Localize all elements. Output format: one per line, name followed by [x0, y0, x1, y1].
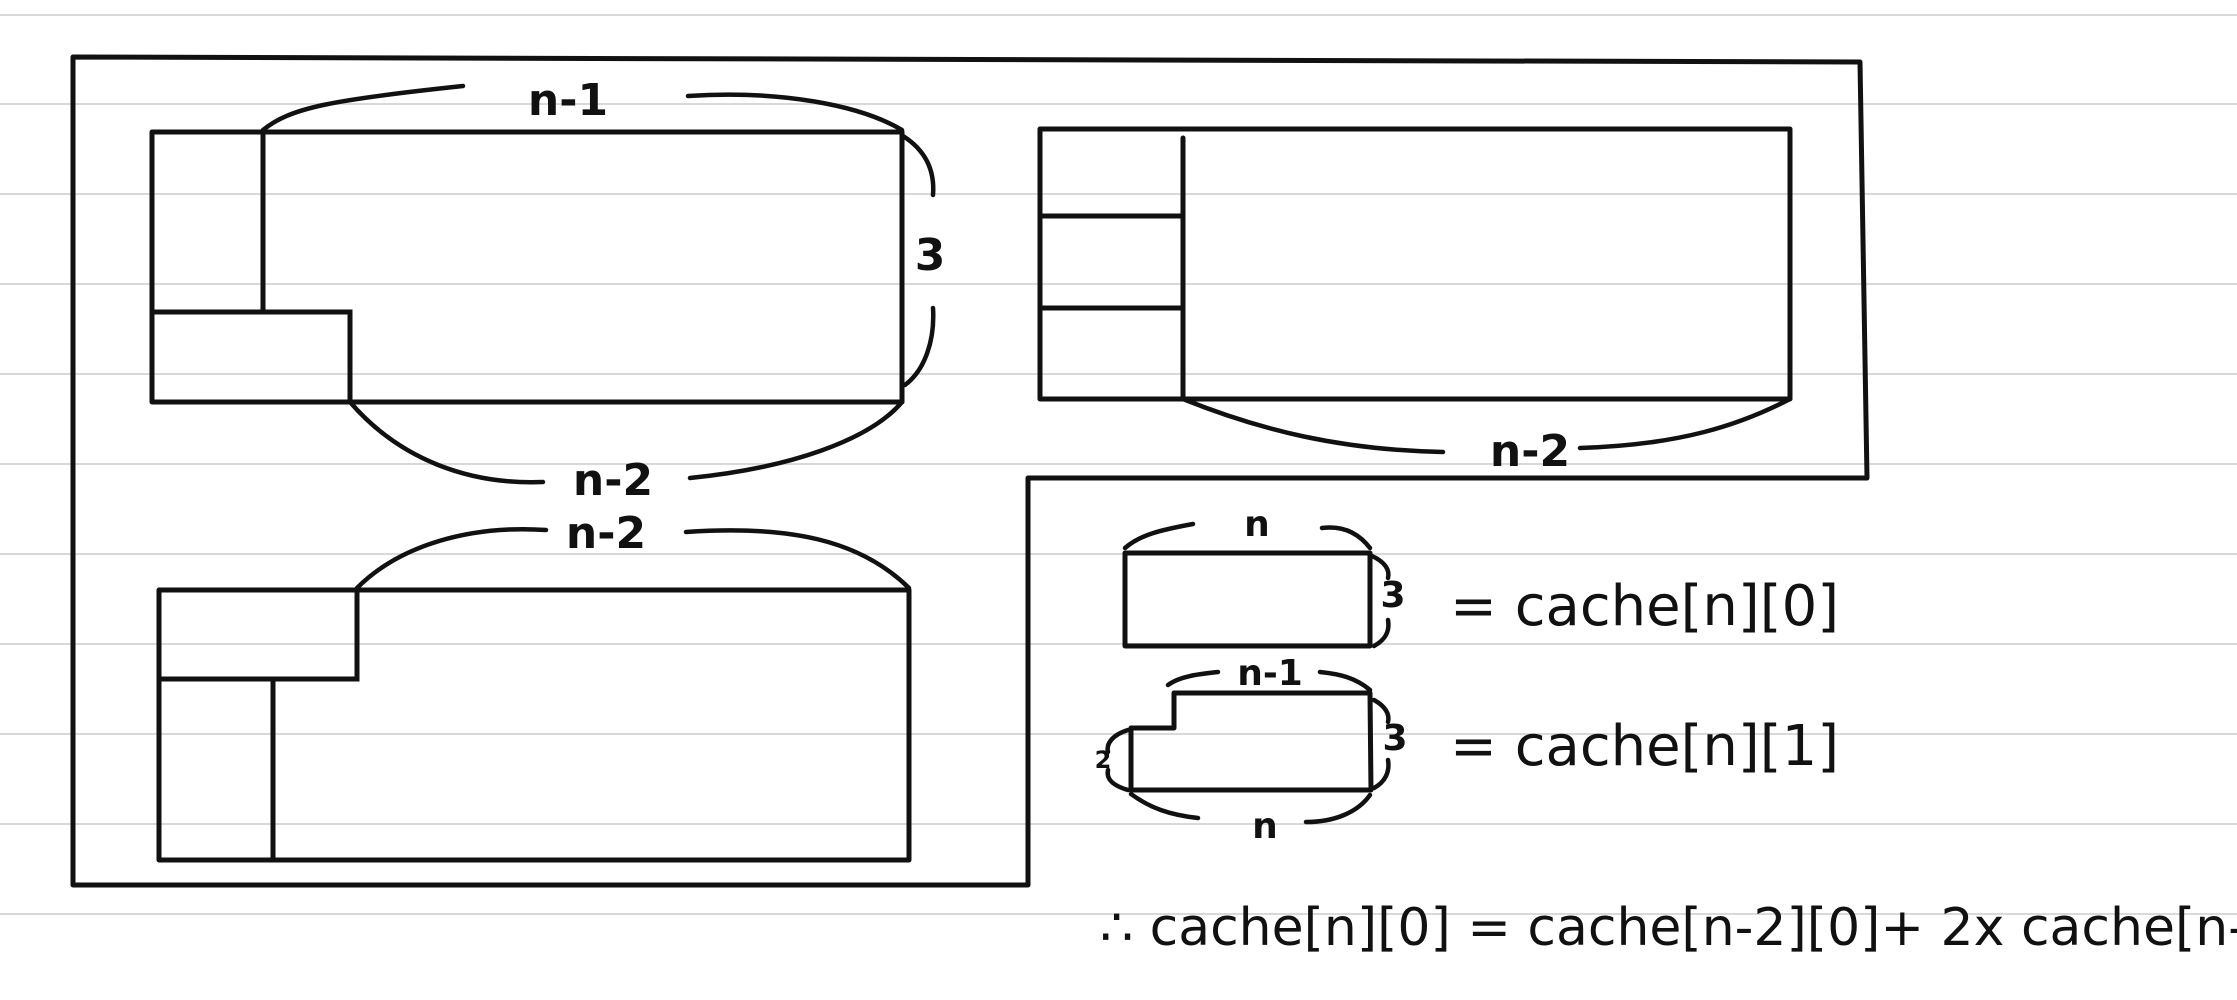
case-bottom-left: n-2 [156, 508, 912, 863]
brace-top-left-height [900, 133, 936, 198]
brace-bottom-left-width [354, 527, 549, 591]
ruled-lines [0, 14, 2237, 915]
label-top-left-bottom: n-2 [573, 455, 653, 506]
label-legend1-height: 3 [1380, 575, 1405, 616]
legend1-board [1122, 550, 1373, 649]
label-bottom-left-width: n-2 [566, 508, 646, 559]
legend2-board [1128, 690, 1374, 793]
brace-top-right-bottom [1180, 396, 1446, 455]
label-legend1-width: n [1244, 504, 1270, 545]
label-legend2-top: n-1 [1237, 653, 1303, 694]
equation-legend2: = cache[n][1] [1450, 714, 1839, 779]
equation-legend1: = cache[n][0] [1450, 574, 1839, 639]
case-top-left-board [149, 129, 905, 405]
brace-top-left-bottom [347, 399, 546, 485]
case-top-right-board [1037, 126, 1793, 402]
label-top-right-bottom: n-2 [1490, 426, 1570, 477]
label-legend2-left: 2 [1095, 746, 1112, 774]
case-top-right: n-2 [1037, 126, 1793, 477]
label-legend2-bottom: n [1252, 806, 1278, 847]
label-legend2-right: 3 [1382, 718, 1407, 759]
case-top-left: n-1 3 n-2 [149, 75, 946, 506]
label-top-left-height: 3 [915, 230, 946, 281]
legend-cache-n-0: n 3 = cache[n][0] [1122, 504, 1839, 649]
case-bottom-left-board [156, 587, 912, 863]
label-top-left-width: n-1 [528, 75, 608, 126]
outer-enclosure [70, 54, 1870, 888]
legend-cache-n-1: n-1 3 2 n = cache[n][1] [1095, 653, 1839, 847]
brace-top-left-width [260, 83, 466, 133]
equation-conclusion: ∴ cache[n][0] = cache[n-2][0]+ 2x cache[… [1100, 898, 2237, 958]
